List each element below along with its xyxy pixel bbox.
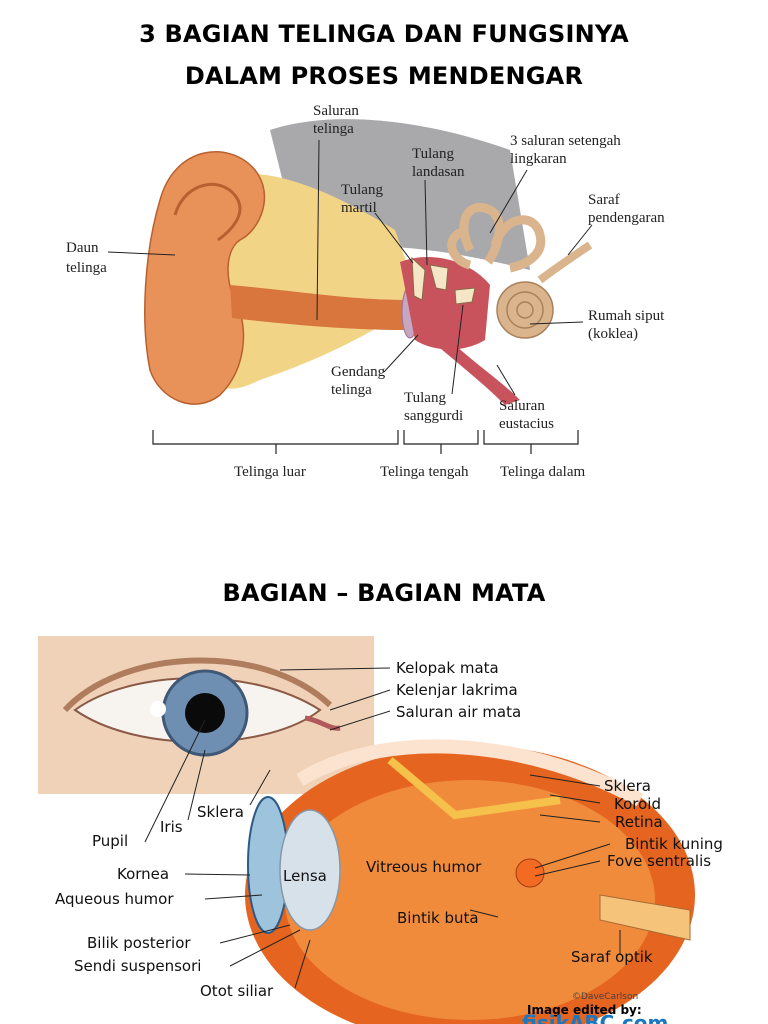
label-fove-sentralis: Fove sentralis xyxy=(607,852,711,870)
sclera-layer xyxy=(296,739,644,807)
optic-nerve xyxy=(599,894,691,941)
ossicle-malleus xyxy=(411,256,426,301)
choroid-layer xyxy=(387,756,561,820)
label-pupil: Pupil xyxy=(92,832,128,850)
label-gendang-1: Gendang xyxy=(331,364,386,380)
section-telinga-tengah: Telinga tengah xyxy=(380,464,469,480)
label-rumah-siput-2: (koklea) xyxy=(588,326,638,342)
eye-title: BAGIAN – BAGIAN MATA xyxy=(222,579,546,607)
label-tulang-landasan-2: landasan xyxy=(412,164,465,180)
label-kelenjar-lakrima: Kelenjar lakrima xyxy=(396,681,518,699)
label-daun-telinga-2: telinga xyxy=(66,260,107,276)
label-sanggurdi-2: sanggurdi xyxy=(404,408,463,424)
edited-by-text: Image edited by: xyxy=(527,1003,642,1017)
temporal-bone xyxy=(210,173,420,389)
label-saluran-setengah-2: lingkaran xyxy=(510,151,567,167)
section-brackets xyxy=(152,430,579,454)
label-sklera-left: Sklera xyxy=(197,803,244,821)
label-sanggurdi-1: Tulang xyxy=(404,390,446,406)
label-tulang-martil-1: Tulang xyxy=(341,182,383,198)
label-tulang-landasan-1: Tulang xyxy=(412,146,454,162)
label-kelopak-mata: Kelopak mata xyxy=(396,659,499,677)
ossicle-incus xyxy=(429,264,449,291)
label-bintik-buta: Bintik buta xyxy=(397,909,479,927)
label-saluran-telinga-2: telinga xyxy=(313,121,354,137)
label-bilik-posterior: Bilik posterior xyxy=(87,934,191,952)
ear-diagram: Saluran telinga Tulang landasan Tulang m… xyxy=(66,103,665,480)
section-telinga-luar: Telinga luar xyxy=(234,464,306,480)
label-sklera-right: Sklera xyxy=(604,777,651,795)
ear-title-line1: 3 BAGIAN TELINGA DAN FUNGSINYA xyxy=(139,20,629,48)
label-eustacius-2: eustacius xyxy=(499,416,554,432)
label-bintik-kuning: Bintik kuning xyxy=(625,835,723,853)
label-saluran-setengah-1: 3 saluran setengah xyxy=(510,133,621,149)
auditory-nerve xyxy=(537,241,593,284)
label-saluran-telinga-1: Saluran xyxy=(313,103,359,119)
eyelid-upper xyxy=(62,657,333,713)
label-iris: Iris xyxy=(160,818,183,836)
label-otot-siliar: Otot siliar xyxy=(200,982,274,1000)
label-saraf-1: Saraf xyxy=(588,192,620,208)
label-tulang-martil-2: martil xyxy=(341,200,377,216)
label-vitreous-humor: Vitreous humor xyxy=(366,858,482,876)
cochlea xyxy=(496,281,554,339)
label-gendang-2: telinga xyxy=(331,382,372,398)
section-telinga-dalam: Telinga dalam xyxy=(500,464,585,480)
vitreous-body xyxy=(285,780,655,1020)
label-lensa: Lensa xyxy=(283,867,327,885)
label-sendi-suspensori: Sendi suspensori xyxy=(74,957,201,975)
label-eustacius-1: Saluran xyxy=(499,398,545,414)
pinna-fold xyxy=(173,183,242,242)
label-saraf-2: pendengaran xyxy=(588,210,665,226)
label-saraf-optik: Saraf optik xyxy=(571,948,653,966)
ossicle-stapes xyxy=(454,287,476,305)
eustachian-tube xyxy=(440,340,520,405)
macula-spot xyxy=(515,858,545,888)
label-aqueous-humor: Aqueous humor xyxy=(55,890,174,908)
label-retina: Retina xyxy=(615,813,663,831)
label-kornea: Kornea xyxy=(117,865,169,883)
brand-logo-text: fisikABC.com xyxy=(522,1011,668,1024)
highlight-photo xyxy=(150,701,166,717)
eye-diagram: Kelopak mata Kelenjar lakrima Saluran ai… xyxy=(38,636,723,1024)
credit-text: ©DaveCarlson xyxy=(572,992,638,1002)
ear-title-line2: DALAM PROSES MENDENGAR xyxy=(184,62,584,90)
label-rumah-siput-1: Rumah siput xyxy=(588,308,665,324)
pupil-photo xyxy=(185,693,225,733)
label-saluran-air-mata: Saluran air mata xyxy=(396,703,521,721)
semicircular-canals xyxy=(447,203,546,273)
label-koroid: Koroid xyxy=(614,795,661,813)
label-daun-telinga-1: Daun xyxy=(66,240,99,256)
lens-shape xyxy=(279,809,341,931)
